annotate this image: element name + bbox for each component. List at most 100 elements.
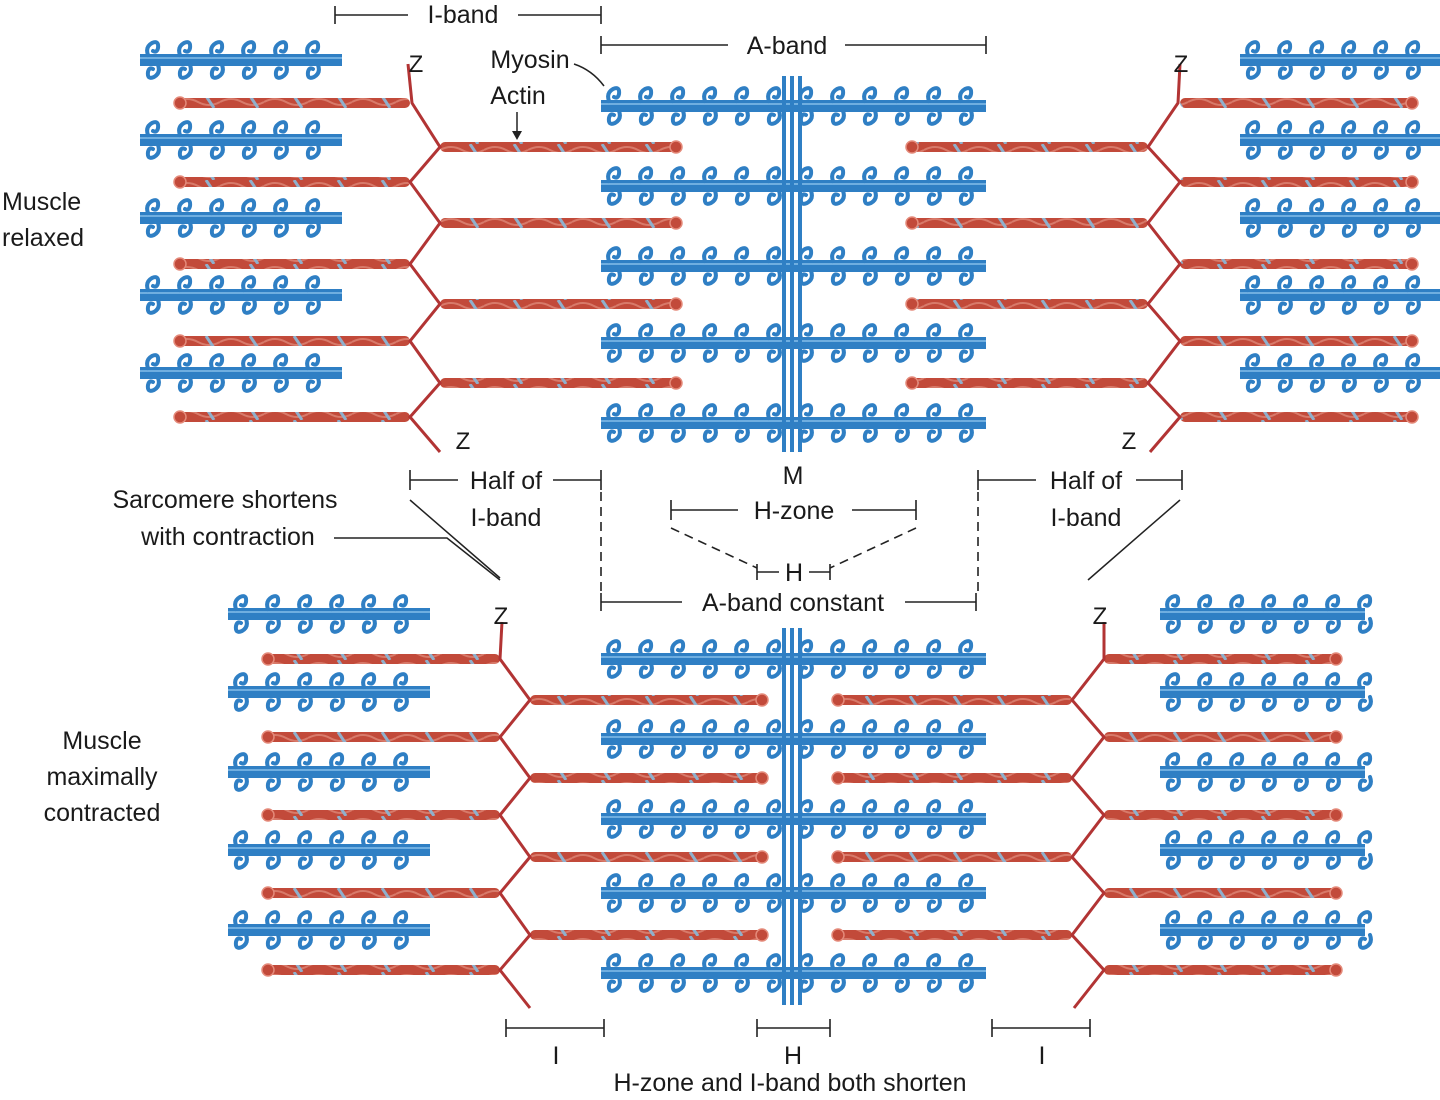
actin-filament — [180, 98, 410, 108]
actin-filament — [268, 810, 500, 820]
z-label-top-right: Z — [1174, 51, 1189, 78]
z-label-bottom-left: Z — [456, 428, 471, 455]
h-zone-label: H-zone — [754, 497, 835, 525]
myosin-head-group — [233, 752, 409, 792]
myosin-head-group — [1165, 830, 1373, 870]
relaxed-sarcomere — [140, 40, 1440, 453]
z-label-contracted-left: Z — [494, 603, 509, 630]
actin-end-cap — [261, 652, 275, 666]
half-of-right-label: Half of — [1050, 467, 1122, 495]
actin-filament — [1104, 965, 1336, 975]
bottom-i-left-dimension — [505, 1019, 605, 1037]
actin-filament — [838, 930, 1072, 940]
actin-filament — [440, 378, 676, 388]
i-left-label: I — [553, 1042, 560, 1070]
myosin-head-group — [1245, 198, 1421, 238]
actin-filament — [912, 218, 1148, 228]
i-band-left-label: I-band — [471, 504, 542, 532]
actin-end-cap — [261, 808, 275, 822]
myosin-head-group — [145, 198, 321, 238]
sarcomere-leader-line-1 — [334, 537, 501, 581]
h-zone-dimension — [670, 500, 917, 569]
myosin-filament — [140, 289, 342, 301]
actin-end-cap — [669, 216, 683, 230]
myosin-head-group — [1245, 40, 1421, 80]
actin-filament — [1180, 412, 1412, 422]
a-band-constant-label: A-band constant — [702, 589, 884, 617]
actin-filament — [1104, 732, 1336, 742]
actin-end-cap — [173, 257, 187, 271]
actin-end-cap — [1329, 730, 1343, 744]
actin-filament — [268, 965, 500, 975]
actin-end-cap — [831, 693, 845, 707]
muscle-contracted-label-3: contracted — [44, 799, 161, 827]
h-small-label: H — [785, 559, 803, 587]
actin-end-cap — [1405, 96, 1419, 110]
myosin-head-group — [1245, 275, 1421, 315]
myosin-head-group — [145, 120, 321, 160]
actin-end-cap — [1329, 963, 1343, 977]
actin-end-cap — [831, 771, 845, 785]
actin-filament — [1104, 810, 1336, 820]
i-right-label: I — [1039, 1042, 1046, 1070]
myosin-head-group — [1165, 752, 1373, 792]
actin-end-cap — [261, 963, 275, 977]
actin-filament — [268, 732, 500, 742]
sarcomere-leader-line-2 — [409, 499, 501, 579]
actin-filament — [530, 773, 762, 783]
actin-arrowhead — [512, 131, 522, 140]
actin-filament — [838, 773, 1072, 783]
myosin-head-group — [145, 353, 321, 393]
actin-filament — [1180, 177, 1412, 187]
actin-end-cap — [755, 928, 769, 942]
actin-filament — [440, 142, 676, 152]
myosin-head-group — [1245, 120, 1421, 160]
actin-filament — [530, 852, 762, 862]
actin-end-cap — [173, 96, 187, 110]
myosin-filament — [1240, 367, 1440, 379]
myosin-filament — [1240, 289, 1440, 301]
myosin-filament — [228, 766, 430, 778]
myosin-filament — [228, 686, 430, 698]
contracted-sarcomere — [228, 594, 1373, 1009]
actin-end-cap — [905, 140, 919, 154]
z-disc — [498, 621, 532, 1009]
actin-end-cap — [831, 928, 845, 942]
actin-filament — [1180, 98, 1412, 108]
actin-filament — [268, 654, 500, 664]
actin-end-cap — [173, 334, 187, 348]
actin-end-cap — [669, 376, 683, 390]
actin-end-cap — [831, 850, 845, 864]
actin-end-cap — [669, 297, 683, 311]
actin-end-cap — [755, 693, 769, 707]
z-label-top-left: Z — [409, 51, 424, 78]
actin-end-cap — [1405, 334, 1419, 348]
myosin-filament — [228, 608, 430, 620]
actin-filament — [180, 412, 410, 422]
myosin-filament — [1240, 134, 1440, 146]
actin-filament — [1180, 259, 1412, 269]
actin-filament — [440, 299, 676, 309]
muscle-contracted-label-2: maximally — [46, 763, 158, 791]
muscle-relaxed-label-1: Muscle — [2, 188, 81, 216]
actin-end-cap — [1329, 808, 1343, 822]
half-of-left-label: Half of — [470, 467, 542, 495]
sarcomere-shortens-label-2: with contraction — [140, 523, 315, 551]
actin-end-cap — [1405, 410, 1419, 424]
myosin-head-group — [145, 275, 321, 315]
z-label-contracted-right: Z — [1093, 603, 1108, 630]
myosin-head-group — [233, 830, 409, 870]
actin-end-cap — [755, 771, 769, 785]
muscle-relaxed-label-2: relaxed — [2, 224, 84, 252]
myosin-filament — [140, 54, 342, 66]
h-small-dimension — [756, 564, 831, 580]
a-band-constant-dimension — [600, 492, 979, 611]
actin-end-cap — [905, 297, 919, 311]
myosin-head-group — [1165, 672, 1373, 712]
actin-filament — [180, 177, 410, 187]
actin-filament — [440, 218, 676, 228]
half-i-band-left-dimension — [409, 470, 602, 490]
actin-end-cap — [1329, 886, 1343, 900]
bottom-h-dimension — [756, 1019, 831, 1037]
actin-end-cap — [1405, 175, 1419, 189]
